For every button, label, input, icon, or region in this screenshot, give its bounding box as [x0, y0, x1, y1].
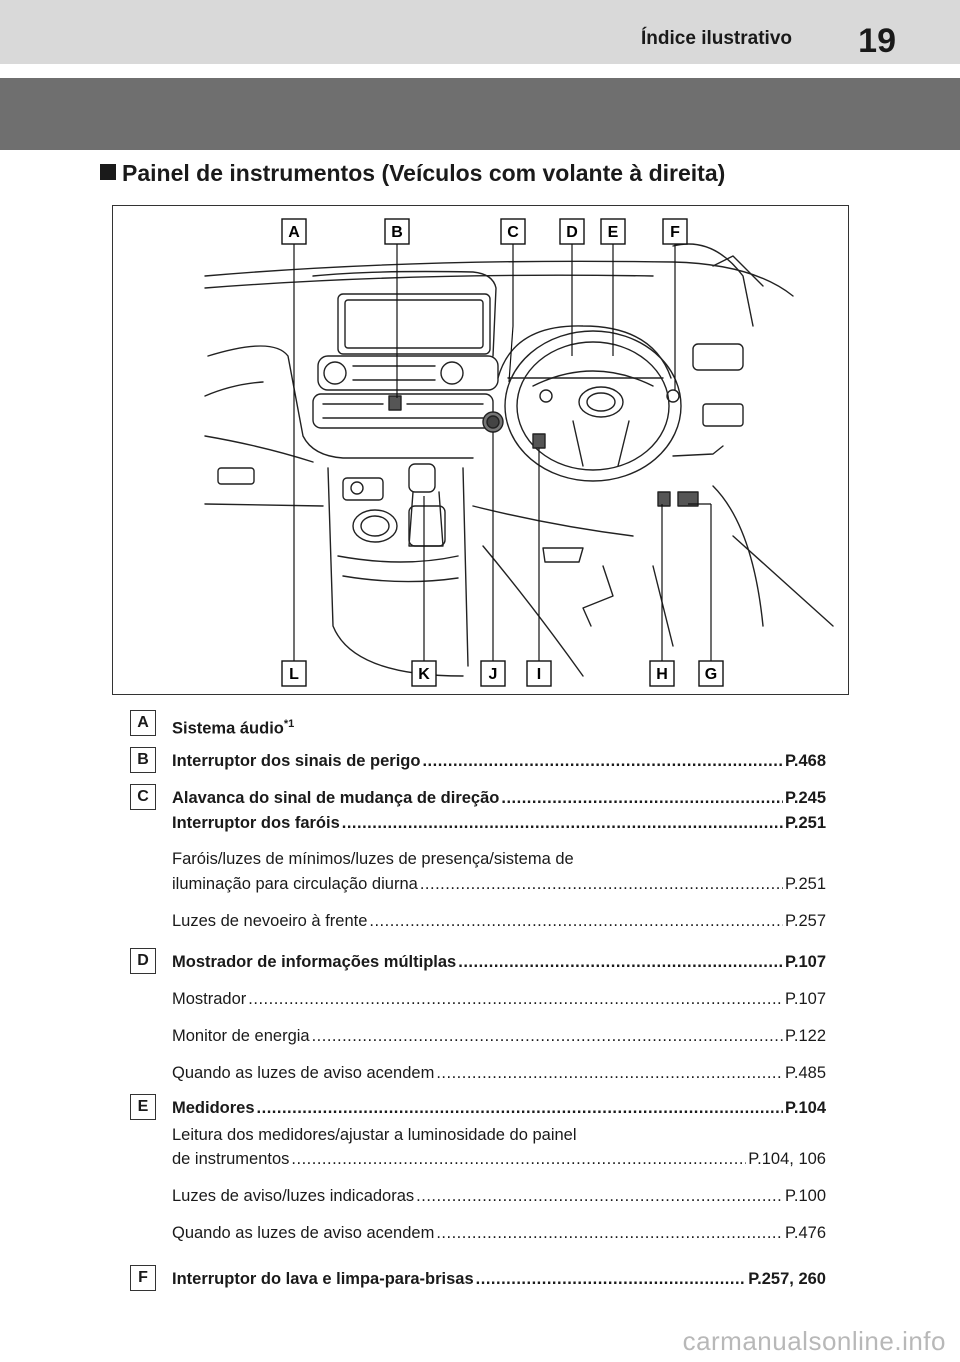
dot-leader	[416, 1186, 783, 1206]
legend-c-sub1-line1: Faróis/luzes de mínimos/luzes de presenç…	[172, 850, 574, 868]
legend-d-sub2-label: Monitor de energia	[172, 1027, 310, 1045]
badge-a: A	[130, 710, 156, 736]
callout-f: F	[670, 224, 680, 241]
legend-a-label: Sistema áudio	[172, 719, 284, 738]
dot-leader	[436, 1063, 783, 1083]
dot-leader	[420, 874, 783, 894]
dot-leader	[476, 1269, 747, 1289]
dot-leader	[257, 1098, 783, 1118]
dot-leader	[436, 1223, 783, 1243]
dot-leader	[422, 751, 783, 771]
square-bullet-icon	[100, 164, 116, 180]
legend-e-label: Medidores	[172, 1099, 255, 1117]
legend-e-sub3-page: P.476	[785, 1224, 826, 1242]
callout-l: L	[289, 666, 299, 683]
callout-e: E	[608, 224, 619, 241]
watermark: carmanualsonline.info	[682, 1326, 946, 1356]
section-band	[0, 78, 960, 150]
legend-e-sub1-page: P.104, 106	[748, 1150, 826, 1168]
badge-b: B	[130, 747, 156, 773]
dot-leader	[312, 1026, 783, 1046]
legend-c-label: Alavanca do sinal de mudança de direção	[172, 789, 500, 807]
legend-d-sub1-page: P.107	[785, 990, 826, 1008]
legend-c-sub2-page: P.257	[785, 912, 826, 930]
dot-leader	[291, 1149, 746, 1169]
callout-g: G	[705, 666, 717, 683]
legend-c-sub1-line2: iluminação para circulação diurna	[172, 875, 418, 893]
callouts-bottom: L K J I H G	[281, 660, 724, 687]
page-number: 19	[858, 22, 896, 60]
callout-i: I	[537, 666, 541, 683]
dot-leader	[501, 788, 783, 808]
footnote-mark: *1	[283, 718, 295, 730]
legend-c-page2: P.251	[785, 814, 826, 832]
legend-f-label: Interruptor do lava e limpa-para-brisas	[172, 1270, 474, 1288]
legend-d-sub3-page: P.485	[785, 1064, 826, 1082]
legend-b-label: Interruptor dos sinais de perigo	[172, 752, 421, 770]
section-title-text: Painel de instrumentos (Veículos com vol…	[122, 160, 726, 186]
legend-d-sub3-label: Quando as luzes de aviso acendem	[172, 1064, 435, 1082]
legend-d-page: P.107	[785, 953, 826, 971]
chapter-title: Índice ilustrativo	[641, 28, 792, 49]
badge-c: C	[130, 784, 156, 810]
legend-c-sub1-page: P.251	[785, 875, 826, 893]
section-title: Painel de instrumentos (Veículos com vol…	[100, 160, 725, 187]
callout-d: D	[566, 224, 578, 241]
legend-e-page: P.104	[785, 1099, 826, 1117]
dashboard-drawing: A B C D E F L K J I H G	[204, 218, 834, 687]
legend-e-sub3-label: Quando as luzes de aviso acendem	[172, 1224, 435, 1242]
legend-d-label: Mostrador de informações múltiplas	[172, 953, 457, 971]
callout-j: J	[489, 666, 498, 683]
legend-e-sub2-page: P.100	[785, 1187, 826, 1205]
badge-d: D	[130, 948, 156, 974]
badge-f: F	[130, 1265, 156, 1291]
header-bar	[0, 0, 960, 64]
legend-c-page: P.245	[785, 789, 826, 807]
legend-d-sub1-label: Mostrador	[172, 990, 247, 1008]
callouts-top: A B C D E F	[281, 218, 688, 245]
callout-k: K	[418, 666, 430, 683]
legend-c-label2: Interruptor dos faróis	[172, 814, 340, 832]
callout-a: A	[288, 224, 300, 241]
dot-leader	[248, 989, 783, 1009]
callout-b: B	[391, 224, 403, 241]
legend-c-sub2-label: Luzes de nevoeiro à frente	[172, 912, 368, 930]
legend-d-sub2-page: P.122	[785, 1027, 826, 1045]
callout-c: C	[507, 224, 519, 241]
legend-e-sub1-line1: Leitura dos medidores/ajustar a luminosi…	[172, 1126, 577, 1144]
dot-leader	[458, 952, 783, 972]
legend-b-page: P.468	[785, 752, 826, 770]
badge-e: E	[130, 1094, 156, 1120]
dashboard-illustration: A B C D E F L K J I H G	[112, 205, 849, 695]
dot-leader	[342, 813, 783, 833]
dot-leader	[369, 911, 783, 931]
legend-e-sub1-line2: de instrumentos	[172, 1150, 290, 1168]
legend-f-page: P.257, 260	[748, 1270, 826, 1288]
callout-h: H	[656, 666, 668, 683]
legend-e-sub2-label: Luzes de aviso/luzes indicadoras	[172, 1187, 415, 1205]
